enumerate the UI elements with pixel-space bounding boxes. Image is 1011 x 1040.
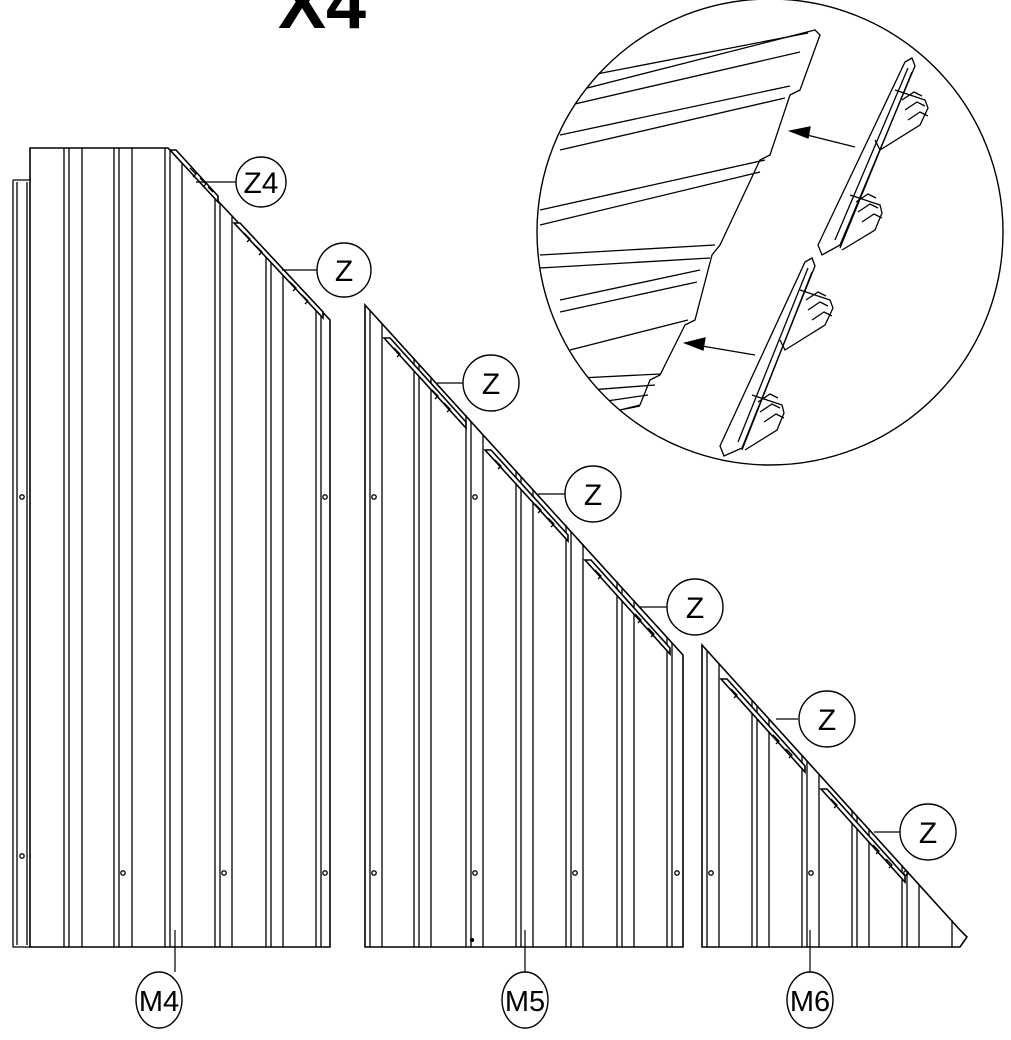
panel-m4-label: M4 [139,986,179,1018]
callout-leaders [174,181,900,972]
callout-z-1: Z [316,242,372,298]
panel-m5 [364,302,684,948]
label-m6: M6 [786,971,834,1029]
callout-z-2: Z [462,354,520,412]
panel-m5-label: M5 [505,986,545,1018]
callout-z-label: Z [686,592,704,625]
label-m5: M5 [501,971,549,1029]
callout-z-4: Z [666,578,724,636]
callout-z-5: Z [798,690,856,748]
detail-z-clip-upper [817,57,929,256]
panel-m4 [12,147,331,948]
callout-z-label: Z [482,368,500,401]
detail-z-clip-lower [719,257,834,457]
panel-m6-label: M6 [790,986,830,1018]
callout-z-6: Z [899,803,957,861]
detail-view [536,0,1004,466]
callout-z4-label: Z4 [243,167,278,200]
callout-z-label: Z [335,255,353,288]
panel-m6 [701,642,969,948]
callout-z-label: Z [818,704,836,737]
callout-z-label: Z [919,817,937,850]
callout-z-3: Z [564,465,622,523]
detail-arrows [682,126,856,356]
callout-z-label: Z [584,479,602,512]
callout-z4: Z4 [235,156,287,208]
diagram-title: X4 [278,0,366,44]
label-m4: M4 [135,971,183,1029]
